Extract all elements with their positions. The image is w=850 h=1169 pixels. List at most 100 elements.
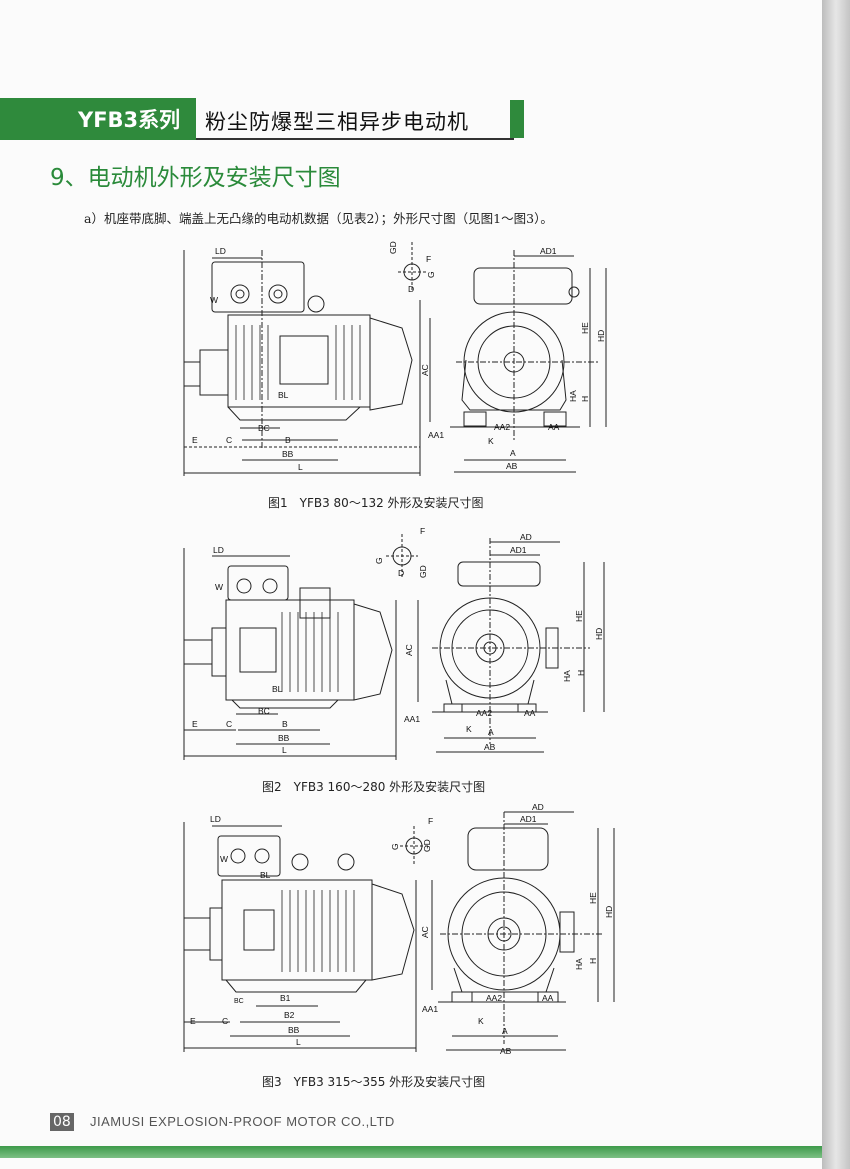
figure-3-labels: LD W BL BC B1 B2 BB L E C AC F G GD AD A… — [190, 802, 614, 1056]
label: L — [296, 1037, 301, 1047]
label: HA — [568, 390, 578, 402]
label: BB — [282, 449, 294, 459]
figure-1-side-view — [183, 250, 431, 476]
label: GD — [388, 241, 398, 254]
label: L — [298, 462, 303, 472]
label: B2 — [284, 1010, 295, 1020]
label: AA1 — [404, 714, 420, 724]
label: AA — [548, 422, 560, 432]
label: LD — [215, 246, 226, 256]
figure-2-caption: 图2 YFB3 160～280 外形及安装尺寸图 — [262, 780, 486, 794]
label: G — [426, 271, 436, 278]
label: HA — [574, 958, 584, 970]
scan-right-edge — [822, 0, 850, 1169]
label: LD — [213, 545, 224, 555]
label: B — [285, 435, 291, 445]
figure-2-shaft-section — [386, 534, 418, 578]
label: F — [428, 816, 433, 826]
figure-2-end-view — [432, 538, 605, 753]
label: H — [580, 396, 590, 402]
label: D — [408, 284, 414, 294]
figure-1-shaft-section — [398, 242, 426, 290]
label: F — [426, 254, 431, 264]
label: E — [190, 1016, 196, 1026]
catalog-page — [0, 0, 822, 1169]
label: AC — [420, 926, 430, 938]
label: AB — [484, 742, 496, 752]
label: BB — [288, 1025, 300, 1035]
label: B — [282, 719, 288, 729]
figure-1-labels: LD W BL BC B BB L E C AC GD G F D AD1 HE… — [192, 241, 606, 472]
label: AA1 — [428, 430, 444, 440]
label: AA2 — [486, 993, 502, 1003]
label: A — [488, 727, 494, 737]
figure-1-end-view — [450, 250, 607, 473]
label: HE — [580, 322, 590, 334]
label: BC — [258, 706, 270, 716]
label: AD1 — [510, 545, 527, 555]
label: K — [466, 724, 472, 734]
label: AD — [520, 532, 532, 542]
label: AC — [404, 644, 414, 656]
label: GD — [418, 565, 428, 578]
label: AB — [506, 461, 518, 471]
label: LD — [210, 814, 221, 824]
label: E — [192, 719, 198, 729]
footer-green-line — [0, 1146, 822, 1158]
label: AA — [524, 708, 536, 718]
label: K — [488, 436, 494, 446]
label: C — [222, 1016, 228, 1026]
label: B1 — [280, 993, 291, 1003]
label: H — [576, 670, 586, 676]
label: W — [210, 295, 218, 305]
label: HE — [574, 610, 584, 622]
header-product-name: 粉尘防爆型三相异步电动机 — [205, 110, 469, 134]
label: W — [215, 582, 223, 592]
section-note: a）机座带底脚、端盖上无凸缘的电动机数据（见表2）；外形尺寸图（见图1～图3）。 — [84, 211, 553, 226]
label: AA2 — [476, 708, 492, 718]
label: BC — [258, 423, 270, 433]
header-end-block — [510, 100, 524, 138]
label: AB — [500, 1046, 512, 1056]
page-number: 08 — [50, 1113, 74, 1131]
label: C — [226, 719, 232, 729]
figure-3-caption: 图3 YFB3 315～355 外形及安装尺寸图 — [262, 1075, 486, 1089]
label: BL — [272, 684, 283, 694]
header-series: YFB3系列 — [78, 108, 181, 132]
label: G — [374, 557, 384, 564]
section-title: 9、电动机外形及安装尺寸图 — [50, 165, 341, 191]
label: HD — [594, 628, 604, 640]
company-name: JIAMUSI EXPLOSION-PROOF MOTOR CO.,LTD — [90, 1114, 395, 1129]
dimension-drawings: LD W BL BC B BB L E C AC GD G F D AD1 HE… — [183, 241, 615, 1056]
label: D — [398, 568, 404, 578]
label: C — [226, 435, 232, 445]
label: BL — [278, 390, 289, 400]
label: AA1 — [422, 1004, 438, 1014]
label: AD1 — [540, 246, 557, 256]
header-rule — [196, 138, 514, 140]
label: AD — [532, 802, 544, 812]
figure-3-side-view — [183, 822, 433, 1052]
label: HA — [562, 670, 572, 682]
figure-1-caption: 图1 YFB3 80～132 外形及安装尺寸图 — [268, 496, 484, 510]
label: A — [502, 1026, 508, 1036]
figure-3-shaft-section — [400, 826, 428, 866]
label: L — [282, 745, 287, 755]
label: A — [510, 448, 516, 458]
label: G — [390, 843, 400, 850]
label: AD1 — [520, 814, 537, 824]
label: HE — [588, 892, 598, 904]
label: E — [192, 435, 198, 445]
label: AA — [542, 993, 554, 1003]
label: AC — [420, 364, 430, 376]
label: H — [588, 958, 598, 964]
figure-2-labels: LD W BL BC B BB L E C AC F G D GD AD AD1… — [192, 526, 604, 755]
header-series-band — [0, 98, 196, 140]
label: HD — [596, 330, 606, 342]
label: F — [420, 526, 425, 536]
figure-3-end-view — [438, 811, 615, 1051]
label: BC — [234, 998, 244, 1005]
label: HD — [604, 906, 614, 918]
label: K — [478, 1016, 484, 1026]
label: GD — [422, 839, 432, 852]
